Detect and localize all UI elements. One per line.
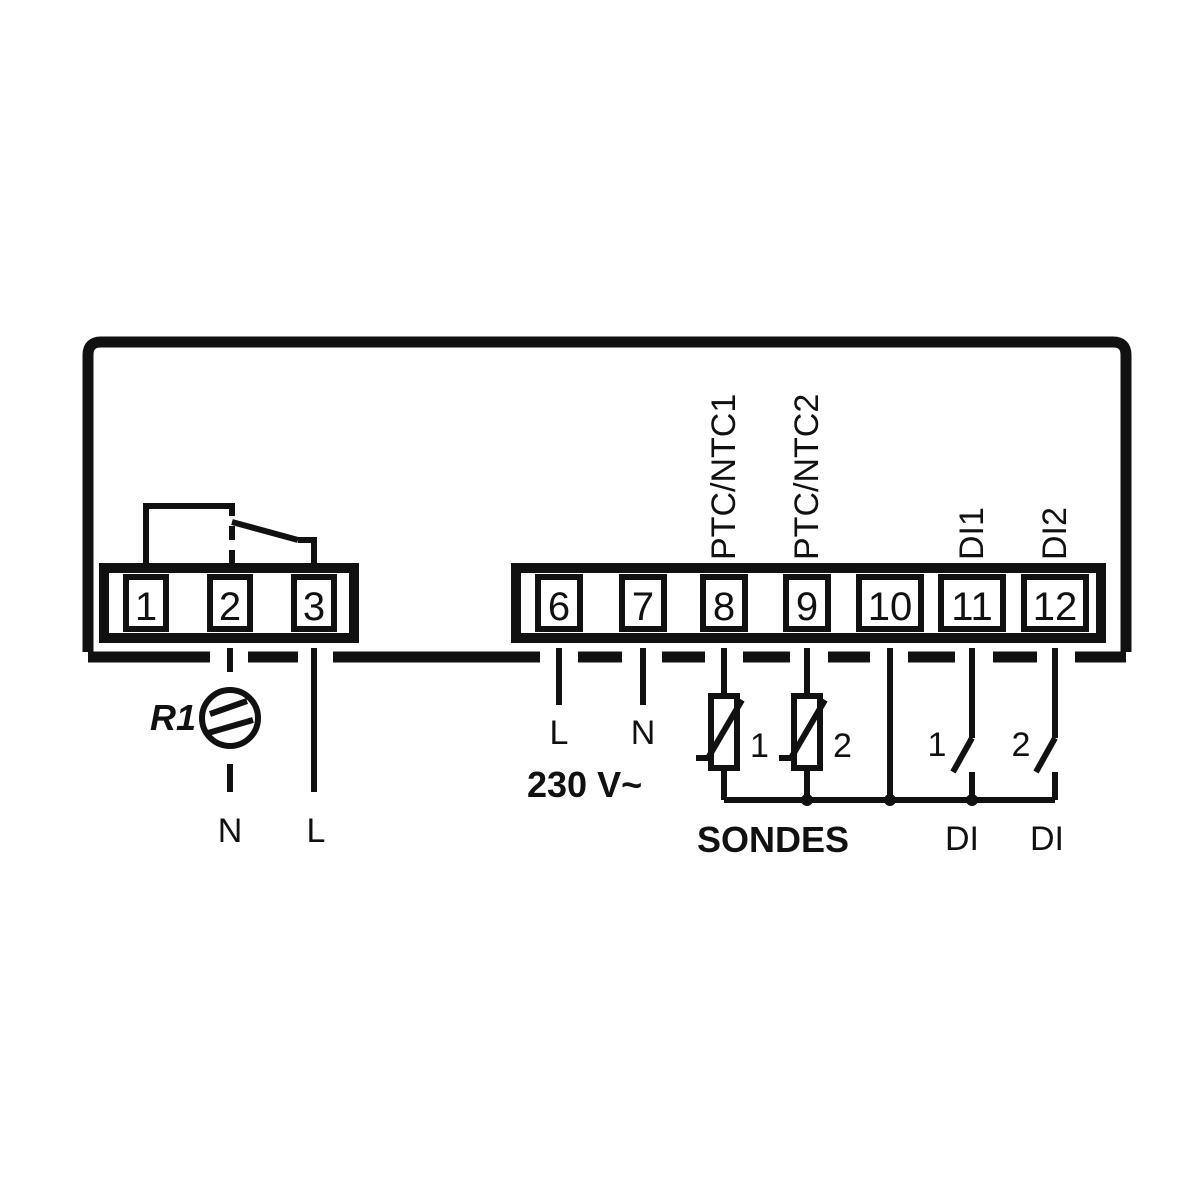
terminal-6: 6 [548,585,570,629]
relay-line-label: L [307,812,326,850]
probe-1-type-label: PTC/NTC1 [705,394,743,560]
switch-1-number: 1 [928,726,947,764]
terminal-12: 12 [1033,585,1078,629]
digital-input-1-label: DI1 [953,507,991,560]
terminal-7: 7 [632,585,654,629]
switch-2-caption: DI [1030,820,1064,858]
power-voltage-label: 230 V~ [527,764,642,805]
terminal-8: 8 [713,585,735,629]
terminal-11: 11 [951,585,993,629]
digital-input-2-label: DI2 [1036,507,1074,560]
relay-contact [143,503,317,568]
thermistor-1-icon [696,648,745,800]
terminal-9: 9 [796,585,818,629]
switch-1-caption: DI [945,820,979,858]
compressor-icon [199,687,261,749]
terminal-10: 10 [868,585,913,629]
switch-2-icon [1033,648,1058,800]
power-line-label: L [550,714,569,752]
terminal-1: 1 [135,585,157,629]
power-neutral-label: N [631,714,656,752]
thermistor-2-icon [779,648,828,800]
probe-2-type-label: PTC/NTC2 [788,394,826,560]
terminal-block-right: 6 7 8 9 10 11 12 [511,563,1106,643]
switch-1-icon [950,648,975,800]
relay-label: R1 [150,697,196,738]
power-wires [556,648,646,705]
terminal-2: 2 [219,585,241,629]
terminal-block-left: 1 2 3 [99,563,359,643]
relay-neutral-label: N [218,812,243,850]
common-return-wire [724,648,1055,803]
terminal-3: 3 [303,585,325,629]
probe-2-number: 2 [833,727,852,765]
switch-2-number: 2 [1012,726,1031,764]
relay-output-wires [227,648,317,792]
controller-housing [82,336,1132,652]
probes-caption: SONDES [697,819,849,860]
probe-1-number: 1 [750,727,769,765]
